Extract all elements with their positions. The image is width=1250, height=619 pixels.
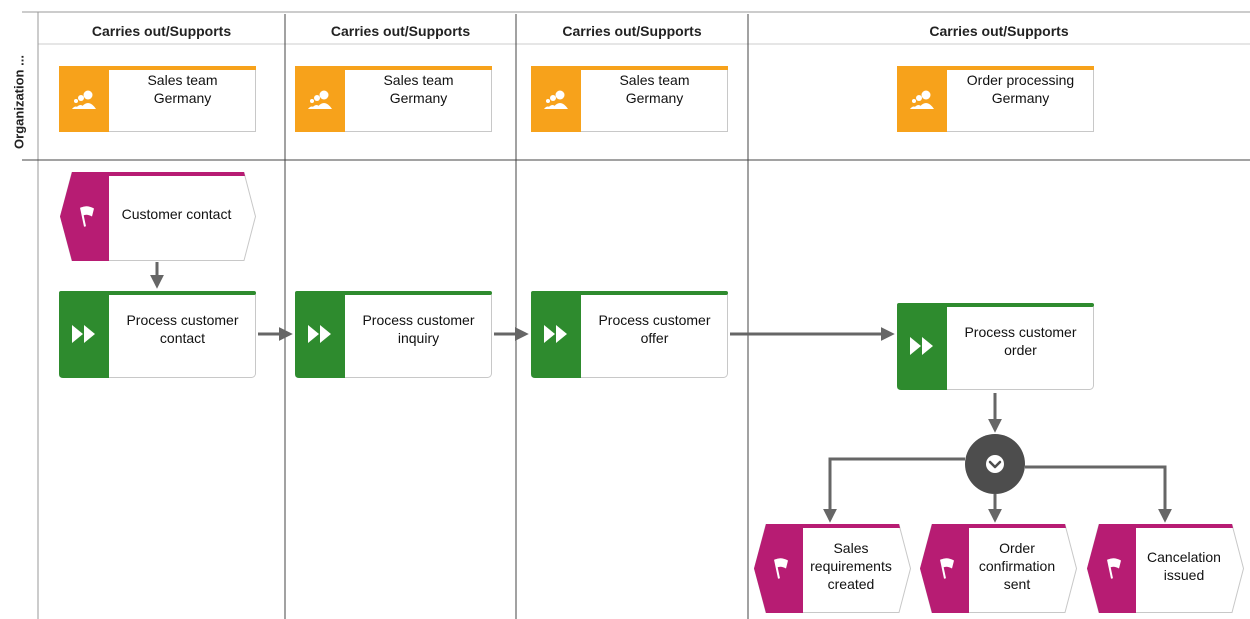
lane-grid bbox=[22, 11, 1250, 619]
flag-icon bbox=[80, 206, 94, 227]
node-label-line: order bbox=[1004, 341, 1037, 358]
node-label-line: Germany bbox=[625, 90, 684, 106]
people-icon bbox=[544, 90, 568, 109]
node-label-line: Order processing bbox=[966, 72, 1075, 88]
fast-forward-icon bbox=[308, 325, 331, 343]
node-label-line: created bbox=[827, 575, 875, 592]
node-label-line: Germany bbox=[389, 90, 448, 106]
start-event-shape bbox=[60, 172, 256, 261]
node-label-line: Germany bbox=[991, 90, 1050, 106]
lane-header-1: Carries out/Supports bbox=[91, 23, 232, 39]
org-unit-2-shape bbox=[295, 66, 492, 132]
node-label-line: confirmation bbox=[978, 557, 1056, 574]
node-label-line: Customer contact bbox=[121, 205, 232, 222]
function-2-shape bbox=[295, 291, 492, 378]
node-label-line: Sales team bbox=[147, 72, 218, 88]
people-icon bbox=[910, 90, 934, 109]
people-icon bbox=[72, 90, 96, 109]
node-label-line: requirements bbox=[810, 557, 892, 574]
node-label-line: Process customer bbox=[964, 323, 1077, 340]
node-label-line: Cancelation bbox=[1147, 548, 1221, 565]
node-label-line: Sales team bbox=[383, 72, 454, 88]
flow-connections bbox=[150, 262, 1172, 523]
node-label-line: contact bbox=[159, 329, 206, 346]
flag-icon bbox=[940, 558, 954, 579]
flag-icon bbox=[1107, 558, 1121, 579]
node-label-line: inquiry bbox=[397, 329, 440, 346]
start-event[interactable]: Customer contact bbox=[60, 172, 256, 261]
org-unit-4-shape bbox=[897, 66, 1094, 132]
arrow-connector-to-e3 bbox=[1025, 465, 1172, 523]
people-icon bbox=[308, 90, 332, 109]
node-label-line: issued bbox=[1163, 566, 1205, 583]
function-1-shape bbox=[59, 291, 256, 378]
fast-forward-icon bbox=[72, 325, 95, 343]
end-event-3-shape bbox=[1087, 524, 1244, 613]
function-4-shape bbox=[897, 303, 1094, 390]
lane-header-4: Carries out/Supports bbox=[929, 23, 1069, 39]
node-label-line: sent bbox=[1003, 575, 1031, 592]
org-unit-1-shape bbox=[59, 66, 256, 132]
xor-connector[interactable] bbox=[965, 434, 1025, 494]
org-unit-3-shape bbox=[531, 66, 728, 132]
lane-header-3: Carries out/Supports bbox=[562, 23, 702, 39]
node-label-line: Order bbox=[999, 539, 1035, 556]
fast-forward-icon bbox=[910, 337, 933, 355]
node-label-line: Germany bbox=[153, 90, 212, 106]
node-label-line: Process customer bbox=[598, 311, 711, 328]
node-label-line: offer bbox=[640, 329, 669, 346]
node-label-line: Process customer bbox=[126, 311, 239, 328]
flag-icon bbox=[774, 558, 788, 579]
function-3-shape bbox=[531, 291, 728, 378]
node-label-line: Sales bbox=[833, 539, 869, 556]
end-event-1-shape bbox=[754, 524, 911, 613]
node-label-line: Process customer bbox=[362, 311, 475, 328]
row-label-organization: Organization ... bbox=[11, 55, 27, 149]
node-label: Customer contact bbox=[109, 172, 244, 255]
fast-forward-icon bbox=[544, 325, 567, 343]
lane-header-2: Carries out/Supports bbox=[330, 23, 471, 39]
node-label-line: Sales team bbox=[619, 72, 690, 88]
end-event-2-shape bbox=[920, 524, 1077, 613]
chevron-down-icon bbox=[986, 455, 1004, 473]
arrow-connector-to-e1 bbox=[823, 457, 965, 523]
